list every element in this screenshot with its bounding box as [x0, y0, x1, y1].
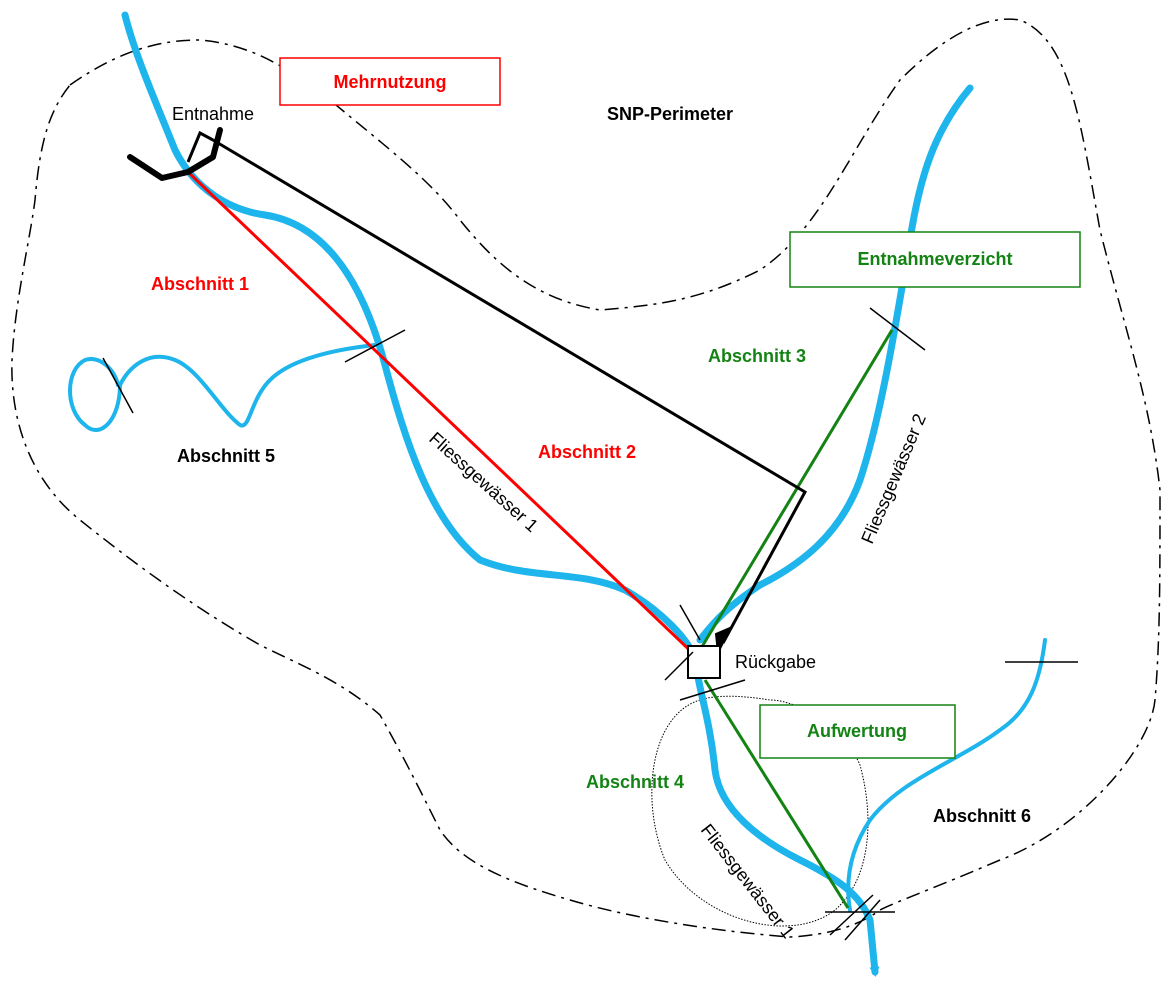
mehrnutzung-label: Mehrnutzung — [334, 72, 447, 92]
abschnitt-2-label: Abschnitt 2 — [538, 442, 636, 462]
tick-rueckgabe-bottom — [679, 679, 746, 701]
tributary-abschnitt-6 — [846, 638, 1047, 912]
abschnitt-5-label: Abschnitt 5 — [177, 446, 275, 466]
green-line-abschnitt-3 — [698, 329, 894, 651]
mehrnutzung-box — [279, 57, 501, 106]
abschnitt-1-label: Abschnitt 1 — [151, 274, 249, 294]
aufwertung-label: Aufwertung — [807, 721, 907, 741]
tick-confluence-diag2 — [844, 899, 881, 941]
black-conduit-line — [212, 138, 808, 644]
river-fliessgewaesser-1 — [121, 11, 880, 977]
tick-abschnitt-1-2 — [344, 329, 406, 363]
snp-perimeter-label: SNP-Perimeter — [607, 104, 733, 124]
abschnitt-4-label: Abschnitt 4 — [586, 772, 684, 792]
fliessgewaesser-2-label: Fliessgewässer 2 — [857, 411, 930, 547]
abschnitt-3-label: Abschnitt 3 — [708, 346, 806, 366]
red-line-mehrnutzung — [186, 170, 702, 662]
entnahmeverzicht-label: Entnahmeverzicht — [857, 249, 1012, 269]
tick-confluence-diag1 — [829, 894, 874, 936]
tick-abschnitt-5 — [102, 357, 134, 414]
entnahme-intake — [186, 130, 214, 163]
rueckgabe-label: Rückgabe — [735, 652, 816, 672]
entnahme-weir-bold — [127, 127, 223, 181]
entnahme-label: Entnahme — [172, 104, 254, 124]
abschnitt-6-label: Abschnitt 6 — [933, 806, 1031, 826]
tributary-abschnitt-5 — [68, 343, 377, 432]
tick-rueckgabe-left — [664, 651, 694, 681]
entnahmeverzicht-box — [789, 231, 1081, 288]
tick-rueckgabe-top — [679, 604, 701, 641]
aufwertung-box — [759, 704, 956, 759]
green-line-abschnitt-4 — [703, 679, 850, 909]
fliessgewaesser-1-label-lower: Fliessgewässer 1 — [697, 820, 798, 942]
tick-abschnitt-3 — [869, 307, 926, 351]
rueckgabe-square — [687, 645, 721, 679]
snp-perimeter-boundary — [11, 18, 1161, 938]
